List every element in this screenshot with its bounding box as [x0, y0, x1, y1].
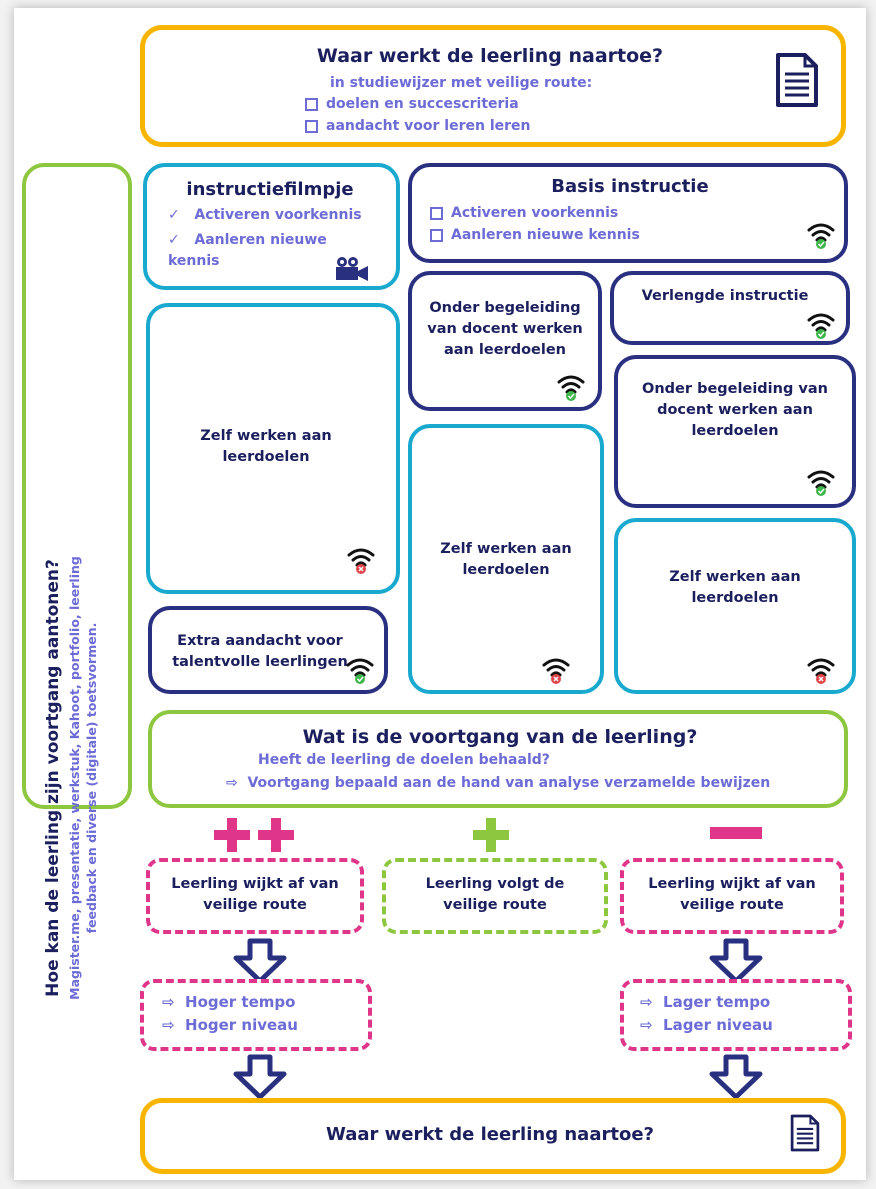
checkbox-icon	[305, 97, 318, 111]
route-deviate-right-label: Leerling wijkt af van veilige route	[648, 876, 816, 913]
video-item-2: ✓ Aanleren nieuwe kennis	[168, 232, 327, 269]
progress-title: Wat is de voortgang van de leerling?	[302, 726, 698, 748]
progress-box	[148, 710, 848, 808]
progress-item: ⇨ Voortgang bepaald aan de hand van anal…	[226, 775, 771, 791]
wifi-ok-icon	[346, 658, 374, 684]
evidence-box	[22, 163, 132, 809]
goal-title-bottom: Waar werkt de leerling naartoe?	[326, 1124, 654, 1145]
guided-work-right-box	[614, 355, 856, 508]
evidence-title: Hoe kan de leerling zijn voortgang aanto…	[43, 559, 63, 997]
self-work-right-label: Zelf werken aan leerdoelen	[669, 569, 801, 606]
basic-instruction-title: Basis instructie	[551, 176, 709, 197]
document-icon	[776, 53, 818, 107]
pace-lower-box	[620, 979, 852, 1051]
plus-icon	[473, 818, 509, 852]
down-arrow-icon	[709, 1054, 763, 1100]
checkbox-icon	[430, 228, 443, 242]
evidence-line-2: feedback en diverse (digitale) toetsvorm…	[84, 622, 99, 934]
goal-subtitle: in studiewijzer met veilige route:	[330, 75, 593, 91]
down-arrow-icon	[709, 938, 763, 984]
self-work-mid-box	[408, 424, 604, 694]
checkbox-icon	[430, 206, 443, 220]
goal-box-top	[140, 25, 846, 147]
extra-attention-label: Extra aandacht voor talentvolle leerling…	[172, 632, 348, 670]
self-work-mid-label: Zelf werken aan leerdoelen	[440, 541, 572, 578]
basic-item-2: Aanleren nieuwe kennis	[430, 227, 640, 243]
self-work-right-box	[614, 518, 856, 694]
pace-lower-item-1: ⇨ Lager tempo	[640, 993, 771, 1011]
self-work-left-label: Zelf werken aan leerdoelen	[200, 428, 332, 465]
wifi-ok-icon	[557, 375, 585, 401]
pace-higher-box	[140, 979, 372, 1051]
route-deviate-right-box	[620, 858, 844, 934]
evidence-line-1: Magister.me, presentatie, werkstuk, Kaho…	[67, 556, 82, 1000]
guided-work-mid-box	[408, 271, 602, 411]
route-deviate-left-label: Leerling wijkt af van veilige route	[171, 876, 339, 913]
pace-higher-item-1: ⇨ Hoger tempo	[162, 993, 296, 1011]
camera-icon	[336, 257, 368, 281]
evidence-text: Hoe kan de leerling zijn voortgang aanto…	[31, 498, 119, 1058]
down-arrow-icon	[233, 938, 287, 984]
wifi-off-icon	[542, 658, 570, 684]
down-arrow-icon	[233, 1054, 287, 1100]
wifi-off-icon	[807, 658, 835, 684]
pace-higher-item-2: ⇨ Hoger niveau	[162, 1016, 298, 1034]
document-icon	[790, 1114, 820, 1152]
route-follow-label: Leerling volgt de veilige route	[425, 876, 565, 913]
route-deviate-left-box	[146, 858, 364, 934]
self-work-left-box	[146, 303, 400, 594]
goal-item-1: doelen en succescriteria	[305, 96, 519, 112]
goal-item-2: aandacht voor leren leren	[305, 118, 531, 134]
instruction-video-title: instructiefilmpje	[186, 179, 354, 200]
wifi-ok-icon	[807, 223, 835, 249]
guided-work-right-label: Onder begeleiding van docent werken aan …	[642, 380, 828, 439]
basic-instruction-box	[408, 163, 848, 263]
goal-box-bottom	[140, 1098, 846, 1174]
wifi-off-icon	[347, 548, 375, 574]
guided-work-mid-label: Onder begeleiding van docent werken aan …	[427, 299, 583, 358]
extended-instruction-box	[610, 271, 850, 345]
checkbox-icon	[305, 119, 318, 133]
route-follow-box	[382, 858, 608, 934]
video-item-1: ✓ Activeren voorkennis	[168, 207, 362, 223]
minus-icon	[710, 827, 762, 839]
wifi-ok-icon	[807, 470, 835, 496]
extra-attention-box	[148, 606, 388, 694]
goal-title-top: Waar werkt de leerling naartoe?	[316, 45, 664, 67]
extended-instruction-label: Verlengde instructie	[641, 287, 809, 304]
basic-item-1: Activeren voorkennis	[430, 205, 618, 221]
progress-question: Heeft de leerling de doelen behaald?	[258, 752, 550, 768]
pace-lower-item-2: ⇨ Lager niveau	[640, 1016, 773, 1034]
wifi-ok-icon	[807, 313, 835, 339]
double-plus-icon	[214, 818, 294, 852]
